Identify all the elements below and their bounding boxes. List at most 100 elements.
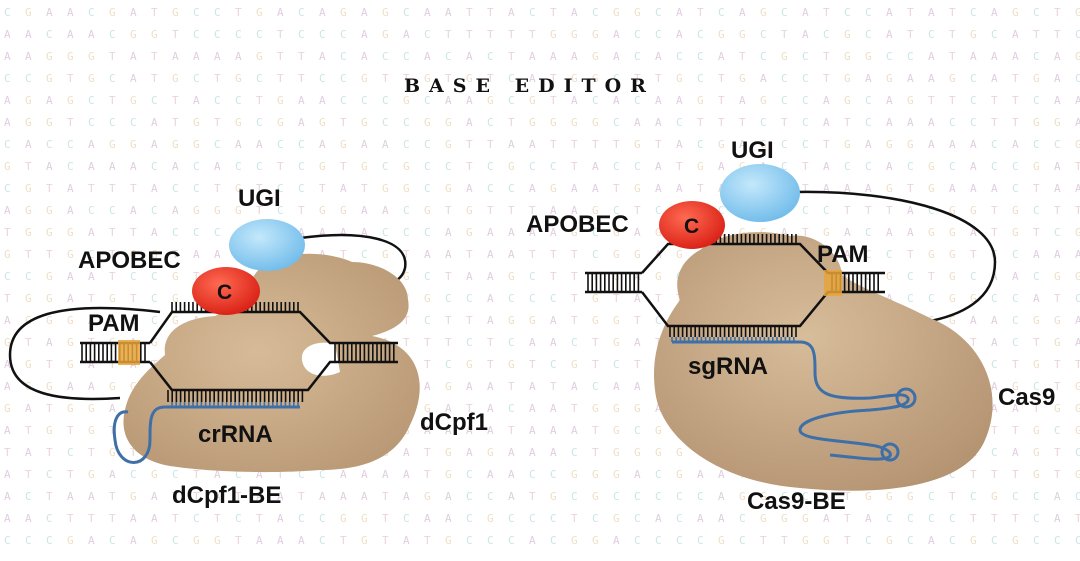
background-base-letter: C — [151, 270, 158, 283]
background-base-letter: A — [151, 226, 158, 239]
background-base-letter: T — [25, 160, 32, 173]
background-base-letter: C — [907, 270, 914, 283]
background-base-letter: A — [445, 512, 452, 525]
background-base-letter: A — [151, 512, 158, 525]
background-base-letter: T — [508, 50, 515, 63]
crrna-label: crRNA — [198, 421, 273, 448]
background-base-letter: A — [319, 94, 326, 107]
background-base-letter: A — [907, 72, 914, 85]
background-base-letter: A — [67, 270, 74, 283]
background-base-letter: G — [949, 226, 956, 239]
background-base-letter: T — [382, 72, 389, 85]
background-base-letter: G — [1054, 116, 1061, 129]
background-base-letter: A — [88, 358, 95, 371]
background-base-letter: C — [802, 94, 809, 107]
background-base-letter: T — [424, 358, 431, 371]
background-base-letter: C — [67, 446, 74, 459]
background-base-letter: G — [1054, 336, 1061, 349]
background-base-letter: T — [907, 6, 914, 19]
background-base-letter: A — [991, 270, 998, 283]
background-base-letter: T — [1012, 512, 1019, 525]
background-base-letter: G — [760, 512, 767, 525]
background-base-letter: A — [571, 50, 578, 63]
background-base-letter: G — [424, 490, 431, 503]
background-base-letter: C — [46, 534, 53, 547]
background-base-letter: A — [424, 380, 431, 393]
background-base-letter: A — [424, 512, 431, 525]
background-base-letter: A — [319, 138, 326, 151]
background-base-letter: G — [655, 226, 662, 239]
background-base-letter: G — [361, 72, 368, 85]
background-base-letter: T — [823, 72, 830, 85]
background-base-letter: G — [130, 248, 137, 261]
background-base-letter: G — [130, 138, 137, 151]
background-base-letter: A — [508, 248, 515, 261]
background-base-letter: A — [655, 94, 662, 107]
background-base-letter: G — [592, 116, 599, 129]
background-base-letter: T — [550, 270, 557, 283]
background-base-letter: T — [172, 248, 179, 261]
background-base-letter: C — [1033, 534, 1040, 547]
cas9-protein — [654, 232, 993, 491]
background-base-letter: A — [67, 380, 74, 393]
background-base-letter: A — [1012, 28, 1019, 41]
background-base-letter: C — [340, 72, 347, 85]
background-base-letter: C — [907, 512, 914, 525]
background-base-letter: A — [487, 270, 494, 283]
background-base-letter: G — [25, 6, 32, 19]
background-base-letter: C — [613, 72, 620, 85]
background-base-letter: G — [634, 248, 641, 261]
background-base-letter: G — [592, 292, 599, 305]
background-base-letter: G — [445, 468, 452, 481]
background-base-letter: C — [865, 534, 872, 547]
background-base-letter: A — [256, 468, 263, 481]
left-pam-label: PAM — [88, 310, 140, 337]
background-base-letter: T — [592, 336, 599, 349]
background-base-letter: T — [151, 50, 158, 63]
background-base-letter: T — [991, 94, 998, 107]
background-base-letter: T — [571, 292, 578, 305]
background-base-letter: T — [571, 402, 578, 415]
background-base-letter: A — [1012, 50, 1019, 63]
background-base-letter: G — [508, 160, 515, 173]
background-base-letter: G — [1033, 116, 1040, 129]
background-base-letter: G — [592, 468, 599, 481]
background-base-letter: G — [445, 380, 452, 393]
background-base-letter: C — [592, 380, 599, 393]
background-base-letter: G — [109, 6, 116, 19]
background-base-letter: A — [109, 402, 116, 415]
background-base-letter: A — [67, 28, 74, 41]
background-base-letter: G — [172, 292, 179, 305]
background-base-letter: T — [1012, 468, 1019, 481]
background-base-letter: T — [340, 248, 347, 261]
background-base-letter: A — [529, 72, 536, 85]
background-base-letter: T — [487, 204, 494, 217]
background-base-letter: C — [25, 490, 32, 503]
background-base-letter: G — [235, 116, 242, 129]
background-base-letter: C — [865, 6, 872, 19]
background-base-letter: T — [718, 72, 725, 85]
background-base-letter: A — [571, 424, 578, 437]
background-base-letter: A — [445, 6, 452, 19]
background-base-letter: G — [361, 534, 368, 547]
background-base-letter: G — [739, 160, 746, 173]
background-base-letter: C — [613, 116, 620, 129]
background-base-letter: A — [466, 380, 473, 393]
background-base-letter: C — [424, 138, 431, 151]
background-base-letter: A — [46, 160, 53, 173]
background-base-letter: C — [991, 292, 998, 305]
background-base-letter: A — [235, 50, 242, 63]
background-base-letter: G — [655, 424, 662, 437]
background-base-letter: G — [46, 380, 53, 393]
background-base-letter: A — [592, 182, 599, 195]
background-base-letter: C — [130, 468, 137, 481]
background-base-letter: T — [844, 490, 851, 503]
background-base-letter: G — [991, 490, 998, 503]
background-base-letter: A — [571, 204, 578, 217]
background-base-letter: T — [823, 6, 830, 19]
background-base-letter: T — [613, 292, 620, 305]
background-base-letter: A — [739, 138, 746, 151]
background-base-letter: T — [991, 468, 998, 481]
background-base-letter: C — [424, 182, 431, 195]
